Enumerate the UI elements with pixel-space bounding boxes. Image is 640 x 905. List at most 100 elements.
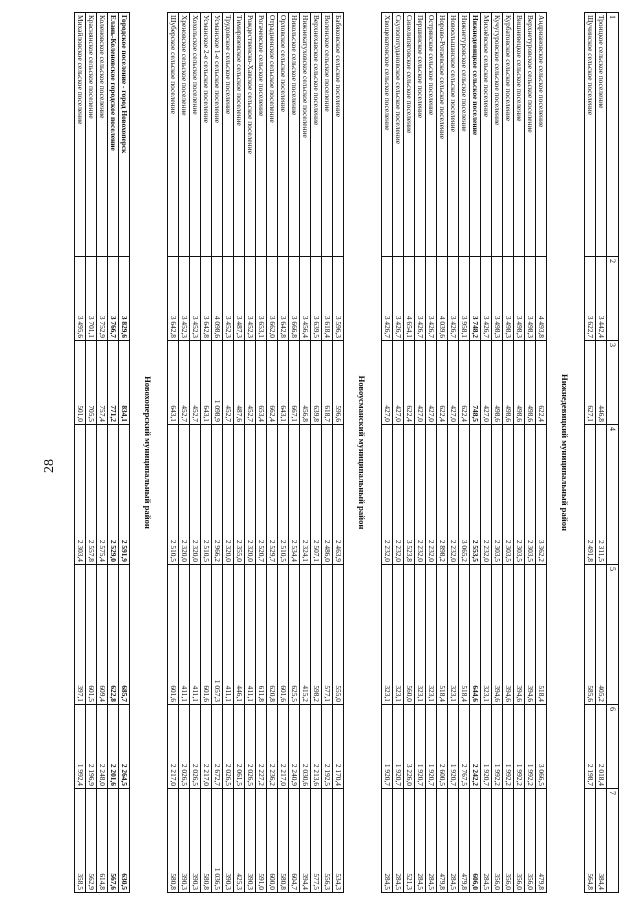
value-cell: 1 992,2 xyxy=(524,704,536,789)
value-cell: 3 426,7 xyxy=(381,256,393,341)
value-cell: 643,1 xyxy=(200,340,212,425)
value-cell: 606,0 xyxy=(469,788,481,893)
value-cell: 3 495,6 xyxy=(74,256,86,341)
value-cell: 405,2 xyxy=(595,564,607,705)
value-cell: 2 486,0 xyxy=(321,424,333,565)
value-cell: 2 192,5 xyxy=(321,704,333,789)
settlement-name: Трудовское сельское поселение xyxy=(222,12,234,257)
value-cell: 567,6 xyxy=(107,788,119,893)
value-cell: 591,0 xyxy=(255,788,267,893)
value-cell: 479,8 xyxy=(436,788,448,893)
value-cell: 2 529,0 xyxy=(107,424,119,565)
column-number: 4 xyxy=(606,424,619,565)
value-cell: 2 242,2 xyxy=(469,704,481,789)
value-cell: 2 520,7 xyxy=(255,424,267,565)
section-heading-row: Новохоперский муниципальный район xyxy=(130,13,168,893)
value-cell: 2 198,7 xyxy=(584,704,596,789)
value-cell: 1 992,2 xyxy=(502,704,514,789)
value-cell: 390,3 xyxy=(222,788,234,893)
value-cell: 614,8 xyxy=(96,788,108,893)
value-cell: 2 026,5 xyxy=(189,704,201,789)
value-cell: 2 232,0 xyxy=(381,424,393,565)
settlement-name: Верхнехавское сельское поселение xyxy=(310,12,322,257)
value-cell: 2 232,0 xyxy=(414,424,426,565)
value-cell: 452,7 xyxy=(222,340,234,425)
value-cell: 2 320,0 xyxy=(178,424,190,565)
column-number: 5 xyxy=(606,564,619,705)
value-cell: 479,8 xyxy=(535,788,547,893)
value-cell: 2 311,5 xyxy=(595,424,607,565)
value-cell: 452,7 xyxy=(189,340,201,425)
value-cell: 2 201,6 xyxy=(107,704,119,789)
value-cell: 622,4 xyxy=(535,340,547,425)
settlement-name: Краснянское сельское поселение xyxy=(85,12,97,257)
value-cell: 2 264,5 xyxy=(118,704,130,789)
value-cell: 2 170,4 xyxy=(332,704,344,789)
settlement-name: Щучинское сельское поселение xyxy=(584,12,596,257)
value-cell: 2 232,0 xyxy=(392,424,404,565)
value-cell: 580,8 xyxy=(277,788,289,893)
settlement-name: Шуберское сельское поселение xyxy=(167,12,179,257)
value-cell: 2 767,5 xyxy=(458,704,470,789)
value-cell: 394,4 xyxy=(299,788,311,893)
value-cell: 2 557,8 xyxy=(85,424,97,565)
value-cell: 323,1 xyxy=(414,564,426,705)
value-cell: 2 303,5 xyxy=(502,424,514,565)
value-cell: 2 898,2 xyxy=(436,424,448,565)
value-cell: 2 320,0 xyxy=(189,424,201,565)
value-cell: 2 303,4 xyxy=(74,424,86,565)
value-cell: 667,1 xyxy=(288,340,300,425)
value-cell: 411,1 xyxy=(244,564,256,705)
value-cell: 3 426,7 xyxy=(480,256,492,341)
value-cell: 4 039,6 xyxy=(436,256,448,341)
value-cell: 521,3 xyxy=(403,788,415,893)
settlement-name: Кучугуровское сельское поселение xyxy=(491,12,503,257)
settlement-name: Першинское сельское поселение xyxy=(414,12,426,257)
value-cell: 2 303,5 xyxy=(513,424,525,565)
value-cell: 2 240,9 xyxy=(288,704,300,789)
section-title: Новохоперский муниципальный район xyxy=(143,376,154,529)
settlement-name: Коленовское сельское поселение xyxy=(96,12,108,257)
settlement-name: Новоольшанское сельское поселение xyxy=(447,12,459,257)
settlement-name: Троицкое сельское поселение xyxy=(595,12,607,257)
value-cell: 2 510,5 xyxy=(200,424,212,565)
value-cell: 639,8 xyxy=(310,340,322,425)
settlement-name: Михайловское сельское поселение xyxy=(74,12,86,257)
value-cell: 3 642,8 xyxy=(200,256,212,341)
value-cell: 2 030,6 xyxy=(299,704,311,789)
value-cell: 2 026,5 xyxy=(222,704,234,789)
value-cell: 394,6 xyxy=(491,564,503,705)
value-cell: 452,7 xyxy=(178,340,190,425)
value-cell: 562,9 xyxy=(85,788,97,893)
value-cell: 4 654,1 xyxy=(403,256,415,341)
value-cell: 662,4 xyxy=(266,340,278,425)
value-cell: 622,8 xyxy=(107,564,119,705)
value-cell: 384,4 xyxy=(595,788,607,893)
value-cell: 2 217,0 xyxy=(200,704,212,789)
settlement-name: Рогачевское сельское поселение xyxy=(255,12,267,257)
value-cell: 3 426,7 xyxy=(414,256,426,341)
value-cell: 3 766,7 xyxy=(107,256,119,341)
value-cell: 284,5 xyxy=(414,788,426,893)
settlement-name: Усманское 2-е сельское поселение xyxy=(200,12,212,257)
value-cell: 394,6 xyxy=(513,564,525,705)
value-cell: 601,6 xyxy=(277,564,289,705)
